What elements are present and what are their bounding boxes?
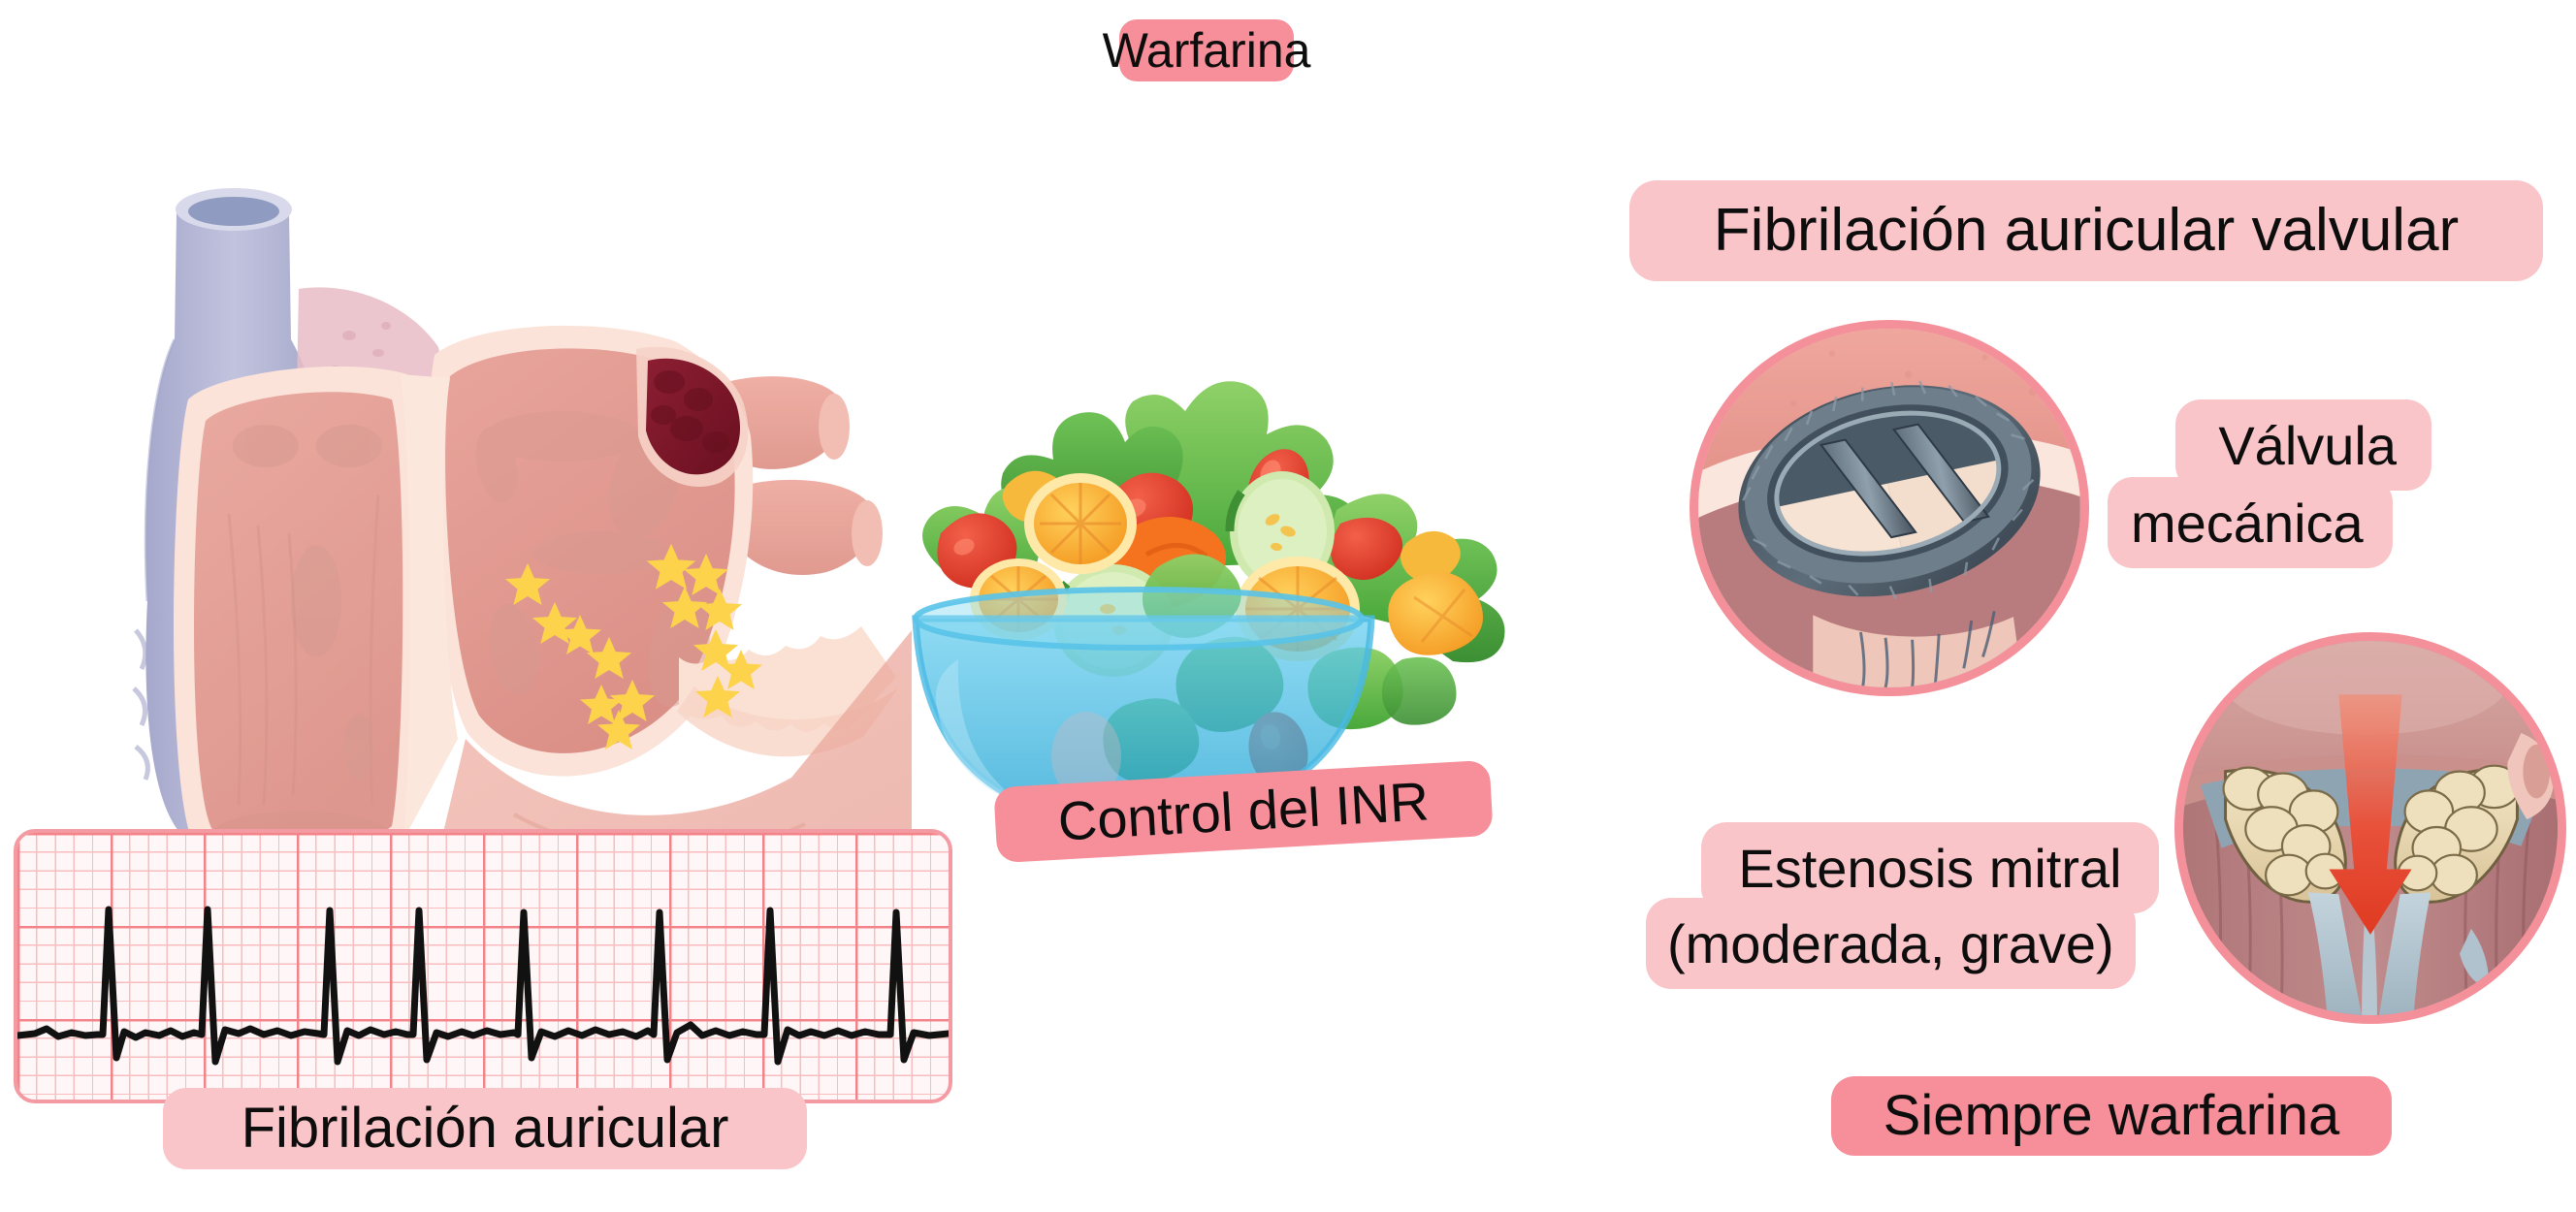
label-valvula-mecanica-line-1-text: Válvula [2218,414,2397,476]
mitral-stenosis-illustration [2174,632,2566,1024]
label-valvula-mecanica-line-1: Válvula [2175,399,2431,491]
label-estenosis-mitral[interactable]: Estenosis mitral (moderada, grave) [1646,822,2214,989]
fibrillation-stars [504,543,762,750]
ecg-strip [14,829,952,1103]
label-fibrilacion-auricular-text: Fibrilación auricular [241,1096,729,1160]
label-siempre-warfarina-text: Siempre warfarina [1883,1083,2340,1147]
label-estenosis-mitral-line-1-text: Estenosis mitral [1738,837,2122,899]
ecg-bold-grid [17,833,949,1100]
label-valvula-mecanica-line-2: mecánica [2108,477,2393,568]
label-fibrilacion-auricular-valvular-text: Fibrilación auricular valvular [1713,197,2460,265]
label-valvula-mecanica-line-2-text: mecánica [2131,492,2364,554]
label-estenosis-mitral-line-2-text: (moderada, grave) [1667,912,2114,974]
heart-cross-section-illustration [132,188,912,902]
label-warfarina-text: Warfarina [1102,22,1311,78]
label-warfarina[interactable]: Warfarina [1103,19,1310,81]
label-fibrilacion-auricular[interactable]: Fibrilación auricular [163,1088,807,1169]
mechanical-valve-illustration [1690,320,2089,696]
ecg-trace [17,906,949,1066]
label-estenosis-mitral-line-2: (moderada, grave) [1646,898,2136,989]
label-fibrilacion-auricular-valvular[interactable]: Fibrilación auricular valvular [1629,180,2543,281]
label-control-del-inr-text: Control del INR [1056,769,1431,852]
label-siempre-warfarina[interactable]: Siempre warfarina [1831,1076,2392,1156]
salad-bowl-illustration [912,381,1505,824]
label-valvula-mecanica[interactable]: Válvula mecánica [2108,399,2431,568]
